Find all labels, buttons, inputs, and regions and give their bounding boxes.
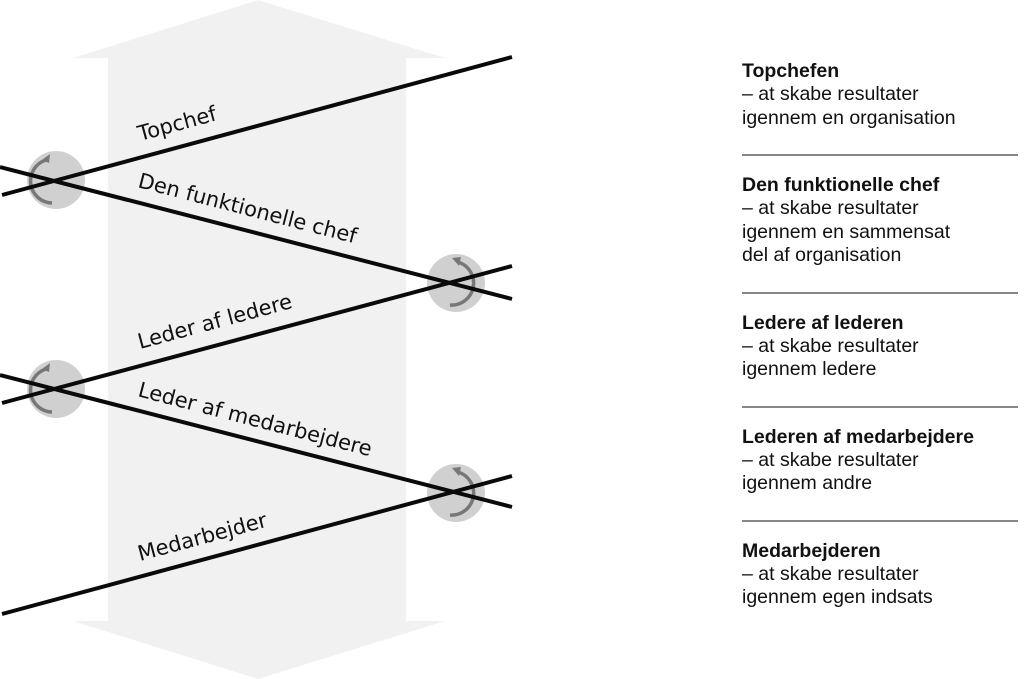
divider: [742, 154, 1018, 156]
legend-title: Ledere af lederen: [742, 311, 904, 334]
divider: [742, 519, 1018, 522]
divider: [742, 405, 1018, 408]
line-leder-af-ledere: [1, 264, 513, 405]
leadership-pipeline-diagram: Topchef Den funktionelle chef Leder af l…: [0, 0, 513, 679]
legend-text: igennem ledere: [742, 358, 877, 380]
legend-text: – at skabe resultater: [742, 334, 919, 357]
divider: [742, 291, 1018, 294]
legend-title: Den funktionelle chef: [742, 174, 940, 196]
legend-text: igennem egen indsats: [742, 586, 933, 608]
legend-title: Medarbejderen: [742, 539, 881, 562]
legend-text: igennem andre: [742, 472, 873, 494]
rotate-arrow-icon: [28, 367, 53, 414]
line-medarbejder: [1, 474, 513, 616]
rotate-arrow-icon: [28, 158, 53, 205]
legend-item-funktionelle-chef: Den funktionelle chef – at skabe resulta…: [742, 174, 1018, 268]
legend-text: – at skabe resultater: [742, 197, 919, 219]
legend-item-medarbejderen: Medarbejderen – at skabe resultater igen…: [742, 540, 1018, 610]
line-topchef: [1, 55, 513, 197]
legend-text: – at skabe resultater: [742, 448, 919, 471]
line-funktionelle-chef: [0, 165, 513, 301]
legend-text: – at skabe resultater: [742, 83, 919, 105]
legend-text: del af organisation: [742, 244, 902, 266]
legend-text: igennem en sammensat: [742, 220, 951, 243]
legend-item-topchefen: Topchefen – at skabe resultater igennem …: [742, 60, 1018, 130]
legend-text: igennem en organisation: [742, 106, 956, 129]
legend-item-ledere-af-lederen: Ledere af lederen – at skabe resultater …: [742, 312, 1018, 382]
legend-item-lederen-af-medarbejdere: Lederen af medarbejdere – at skabe resul…: [742, 426, 1018, 496]
legend-title: Lederen af medarbejdere: [742, 425, 974, 448]
legend-title: Topchefen: [742, 60, 840, 82]
double-arrow-shape: [73, 0, 445, 679]
line-leder-af-medarbejdere: [0, 373, 513, 509]
legend: Topchefen – at skabe resultater igennem …: [742, 60, 1018, 610]
legend-text: – at skabe resultater: [742, 562, 919, 585]
